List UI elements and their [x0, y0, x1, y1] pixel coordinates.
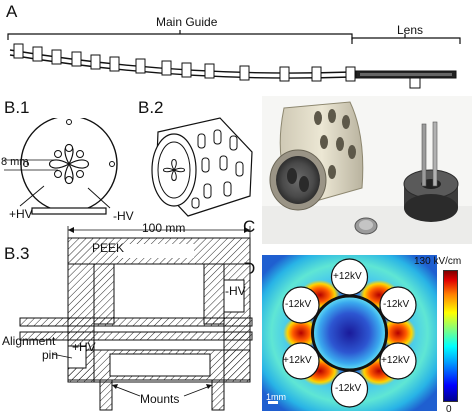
panel-b3-cross-section — [19, 226, 253, 411]
peek-body-top — [67, 237, 251, 265]
base-flat — [31, 207, 107, 215]
electrode-label-lower-left: +12kV — [283, 355, 312, 366]
main-guide-label: Main Guide — [156, 15, 218, 29]
electrode-label-upper-right: -12kV — [383, 299, 410, 310]
electrode-label-upper-left: -12kV — [285, 299, 312, 310]
panel-label-b2: B.2 — [138, 98, 164, 117]
electrode-circles — [282, 258, 417, 408]
lens-bracket — [351, 37, 461, 44]
panel-c-photo — [262, 96, 472, 244]
panel-label-b1: B.1 — [4, 98, 30, 117]
guide-modules — [13, 43, 356, 82]
electrode-rod-2 — [19, 331, 253, 341]
electrode-label-bottom: -12kV — [335, 383, 362, 394]
trap-region — [313, 297, 386, 369]
panel-b2-perspective-view — [151, 117, 253, 217]
colorbar-min-label: 0 — [446, 404, 452, 415]
electrode-label-lower-right: +12kV — [381, 355, 410, 366]
main-guide-bracket — [7, 33, 353, 40]
panel-d-field-map — [262, 255, 437, 411]
colorbar-max-label: 130 kV/cm — [414, 256, 462, 267]
mount-right — [211, 379, 225, 411]
side-slots — [191, 129, 244, 209]
pin-label: pin — [42, 348, 59, 362]
mount-left — [99, 379, 113, 411]
panel-label-a: A — [6, 2, 18, 21]
length-100mm-label: 100 mm — [142, 221, 186, 235]
scale-bar-label: 1mm — [266, 392, 286, 402]
plus-hv-label-b3: +HV — [72, 340, 96, 354]
minus-hv-label-b1: -HV — [113, 209, 134, 223]
panel-label-b3: B.3 — [4, 244, 30, 263]
electrode-rod-1 — [19, 317, 253, 327]
alignment-label: Alignment — [2, 334, 56, 348]
mounts-label: Mounts — [140, 392, 180, 406]
minus-hv-label-b3: -HV — [225, 284, 246, 298]
lens-rod-a — [421, 123, 427, 187]
panel-a-guide-schematic — [7, 30, 461, 89]
colorbar — [443, 270, 458, 402]
lens-mount — [409, 77, 421, 89]
electrode-label-top: +12kV — [333, 271, 362, 282]
peek-label: PEEK — [92, 241, 125, 255]
lens-label: Lens — [397, 23, 424, 37]
rod-holes — [54, 144, 84, 184]
lens-rod-b — [432, 121, 438, 187]
dimension-8mm-label: 8 mm — [1, 156, 29, 168]
panel-b1-front-view — [4, 118, 118, 215]
scale-bar — [268, 401, 278, 404]
plus-hv-label-b1: +HV — [9, 207, 33, 221]
